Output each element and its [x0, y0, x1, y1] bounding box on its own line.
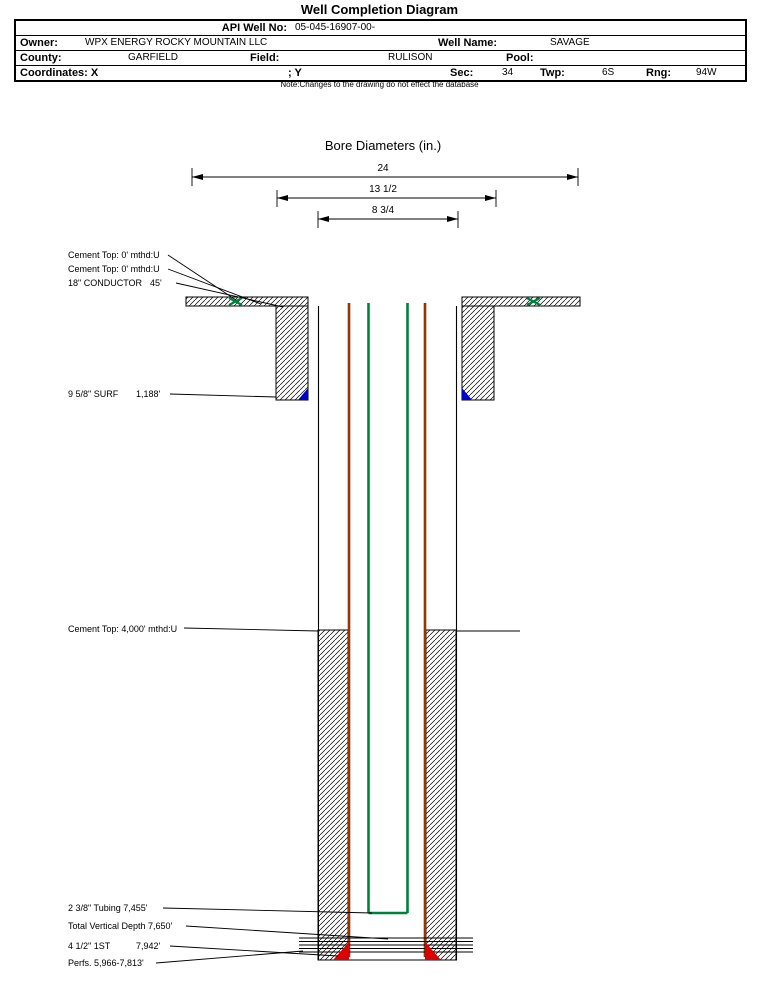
leader-casing-shoe: [169, 945, 339, 957]
surface-bar-left: [185, 296, 309, 307]
surface-casing-cement-left: [275, 305, 309, 401]
casing-shoe-right: [425, 942, 441, 960]
rng-label: Rng:: [646, 67, 672, 79]
dim-8-value: 8 3/4: [372, 205, 395, 216]
cement-top-x-left-2: [228, 297, 243, 306]
dim-24-arrow-right: [567, 174, 578, 180]
surface-bar-right: [461, 296, 581, 307]
twp-label: Twp:: [540, 67, 565, 79]
leader-conductor: [175, 282, 284, 308]
leader-tubing: [162, 907, 373, 914]
header-row-coordinates: Coordinates: X ; Y Sec: 34 Twp: 6S Rng: …: [16, 65, 745, 80]
dim-13-arrow-right: [485, 195, 496, 201]
leader-cement-top-4000: [183, 627, 319, 632]
cement-top-x-right-2: [526, 297, 541, 306]
leader-cement-top-0-a: [167, 254, 237, 301]
dim-24-arrow-left: [192, 174, 203, 180]
production-cement-left: [317, 629, 349, 961]
county-value: GARFIELD: [128, 52, 179, 63]
perforation-lines: [299, 937, 473, 953]
dimension-8-75: 8 3/4: [317, 205, 459, 228]
bore-diameters-title: Bore Diameters (in.): [325, 138, 441, 153]
label-conductor-depth: 45': [150, 278, 162, 288]
label-surf: 9 5/8" SURF: [68, 389, 119, 399]
label-tubing: 2 3/8" Tubing 7,455': [68, 903, 148, 913]
field-value: RULISON: [388, 52, 433, 63]
surface-casing-cement-right: [461, 305, 495, 401]
well-name-value: SAVAGE: [550, 37, 590, 48]
dim-13-value: 13 1/2: [369, 184, 397, 195]
header-table: API Well No: 05-045-16907-00- Owner: WPX…: [14, 19, 747, 82]
wellbore-structure: [185, 296, 581, 961]
label-cement-top-0-a: Cement Top: 0' mthd:U: [68, 250, 160, 260]
header-row-api: API Well No: 05-045-16907-00-: [16, 21, 745, 35]
dim-24-value: 24: [377, 163, 389, 174]
well-name-label: Well Name:: [438, 37, 498, 49]
label-conductor: 18" CONDUCTOR: [68, 278, 143, 288]
field-label: Field:: [250, 52, 280, 64]
sec-label: Sec:: [450, 67, 474, 79]
label-cement-top-0-b: Cement Top: 0' mthd:U: [68, 264, 160, 274]
production-cement-right: [425, 629, 457, 961]
header-row-owner: Owner: WPX ENERGY ROCKY MOUNTAIN LLC Wel…: [16, 35, 745, 50]
dim-8-arrow-right: [447, 216, 458, 222]
leader-perfs: [155, 950, 304, 964]
label-casing-1st-depth: 7,942': [136, 941, 161, 951]
label-cement-top-4000: Cement Top: 4,000' mthd:U: [68, 624, 177, 634]
coordinates-y-label: ; Y: [288, 67, 302, 79]
twp-value: 6S: [602, 67, 615, 78]
leader-tvd: [185, 925, 389, 940]
sec-value: 34: [502, 67, 514, 78]
owner-value: WPX ENERGY ROCKY MOUNTAIN LLC: [85, 37, 268, 48]
label-tvd: Total Vertical Depth 7,650': [68, 921, 173, 931]
dimension-24: 24: [191, 163, 579, 186]
dimension-13-5: 13 1/2: [276, 184, 497, 207]
surface-shoe-marker-right: [462, 388, 472, 400]
leader-surf: [169, 393, 277, 398]
header-row-county: County: GARFIELD Field: RULISON Pool:: [16, 50, 745, 65]
label-perfs: Perfs. 5,966-7,813': [68, 958, 144, 968]
annotation-labels: Cement Top: 0' mthd:U Cement Top: 0' mth…: [68, 250, 177, 968]
owner-label: Owner:: [20, 37, 58, 49]
dim-8-arrow-left: [318, 216, 329, 222]
dim-13-arrow-left: [277, 195, 288, 201]
rng-value: 94W: [696, 67, 717, 78]
pool-label: Pool:: [506, 52, 534, 64]
api-well-no-value: 05-045-16907-00-: [295, 22, 376, 33]
label-surf-depth: 1,188': [136, 389, 161, 399]
database-note: Note:Changes to the drawing do not effec…: [280, 80, 479, 89]
coordinates-label: Coordinates: X: [20, 67, 99, 79]
api-well-no-label: API Well No:: [221, 22, 287, 34]
label-casing-1st: 4 1/2" 1ST: [68, 941, 111, 951]
surface-shoe-marker-left: [298, 388, 308, 400]
county-label: County:: [20, 52, 62, 64]
leader-lines: [155, 254, 389, 964]
page-title: Well Completion Diagram: [300, 2, 459, 17]
